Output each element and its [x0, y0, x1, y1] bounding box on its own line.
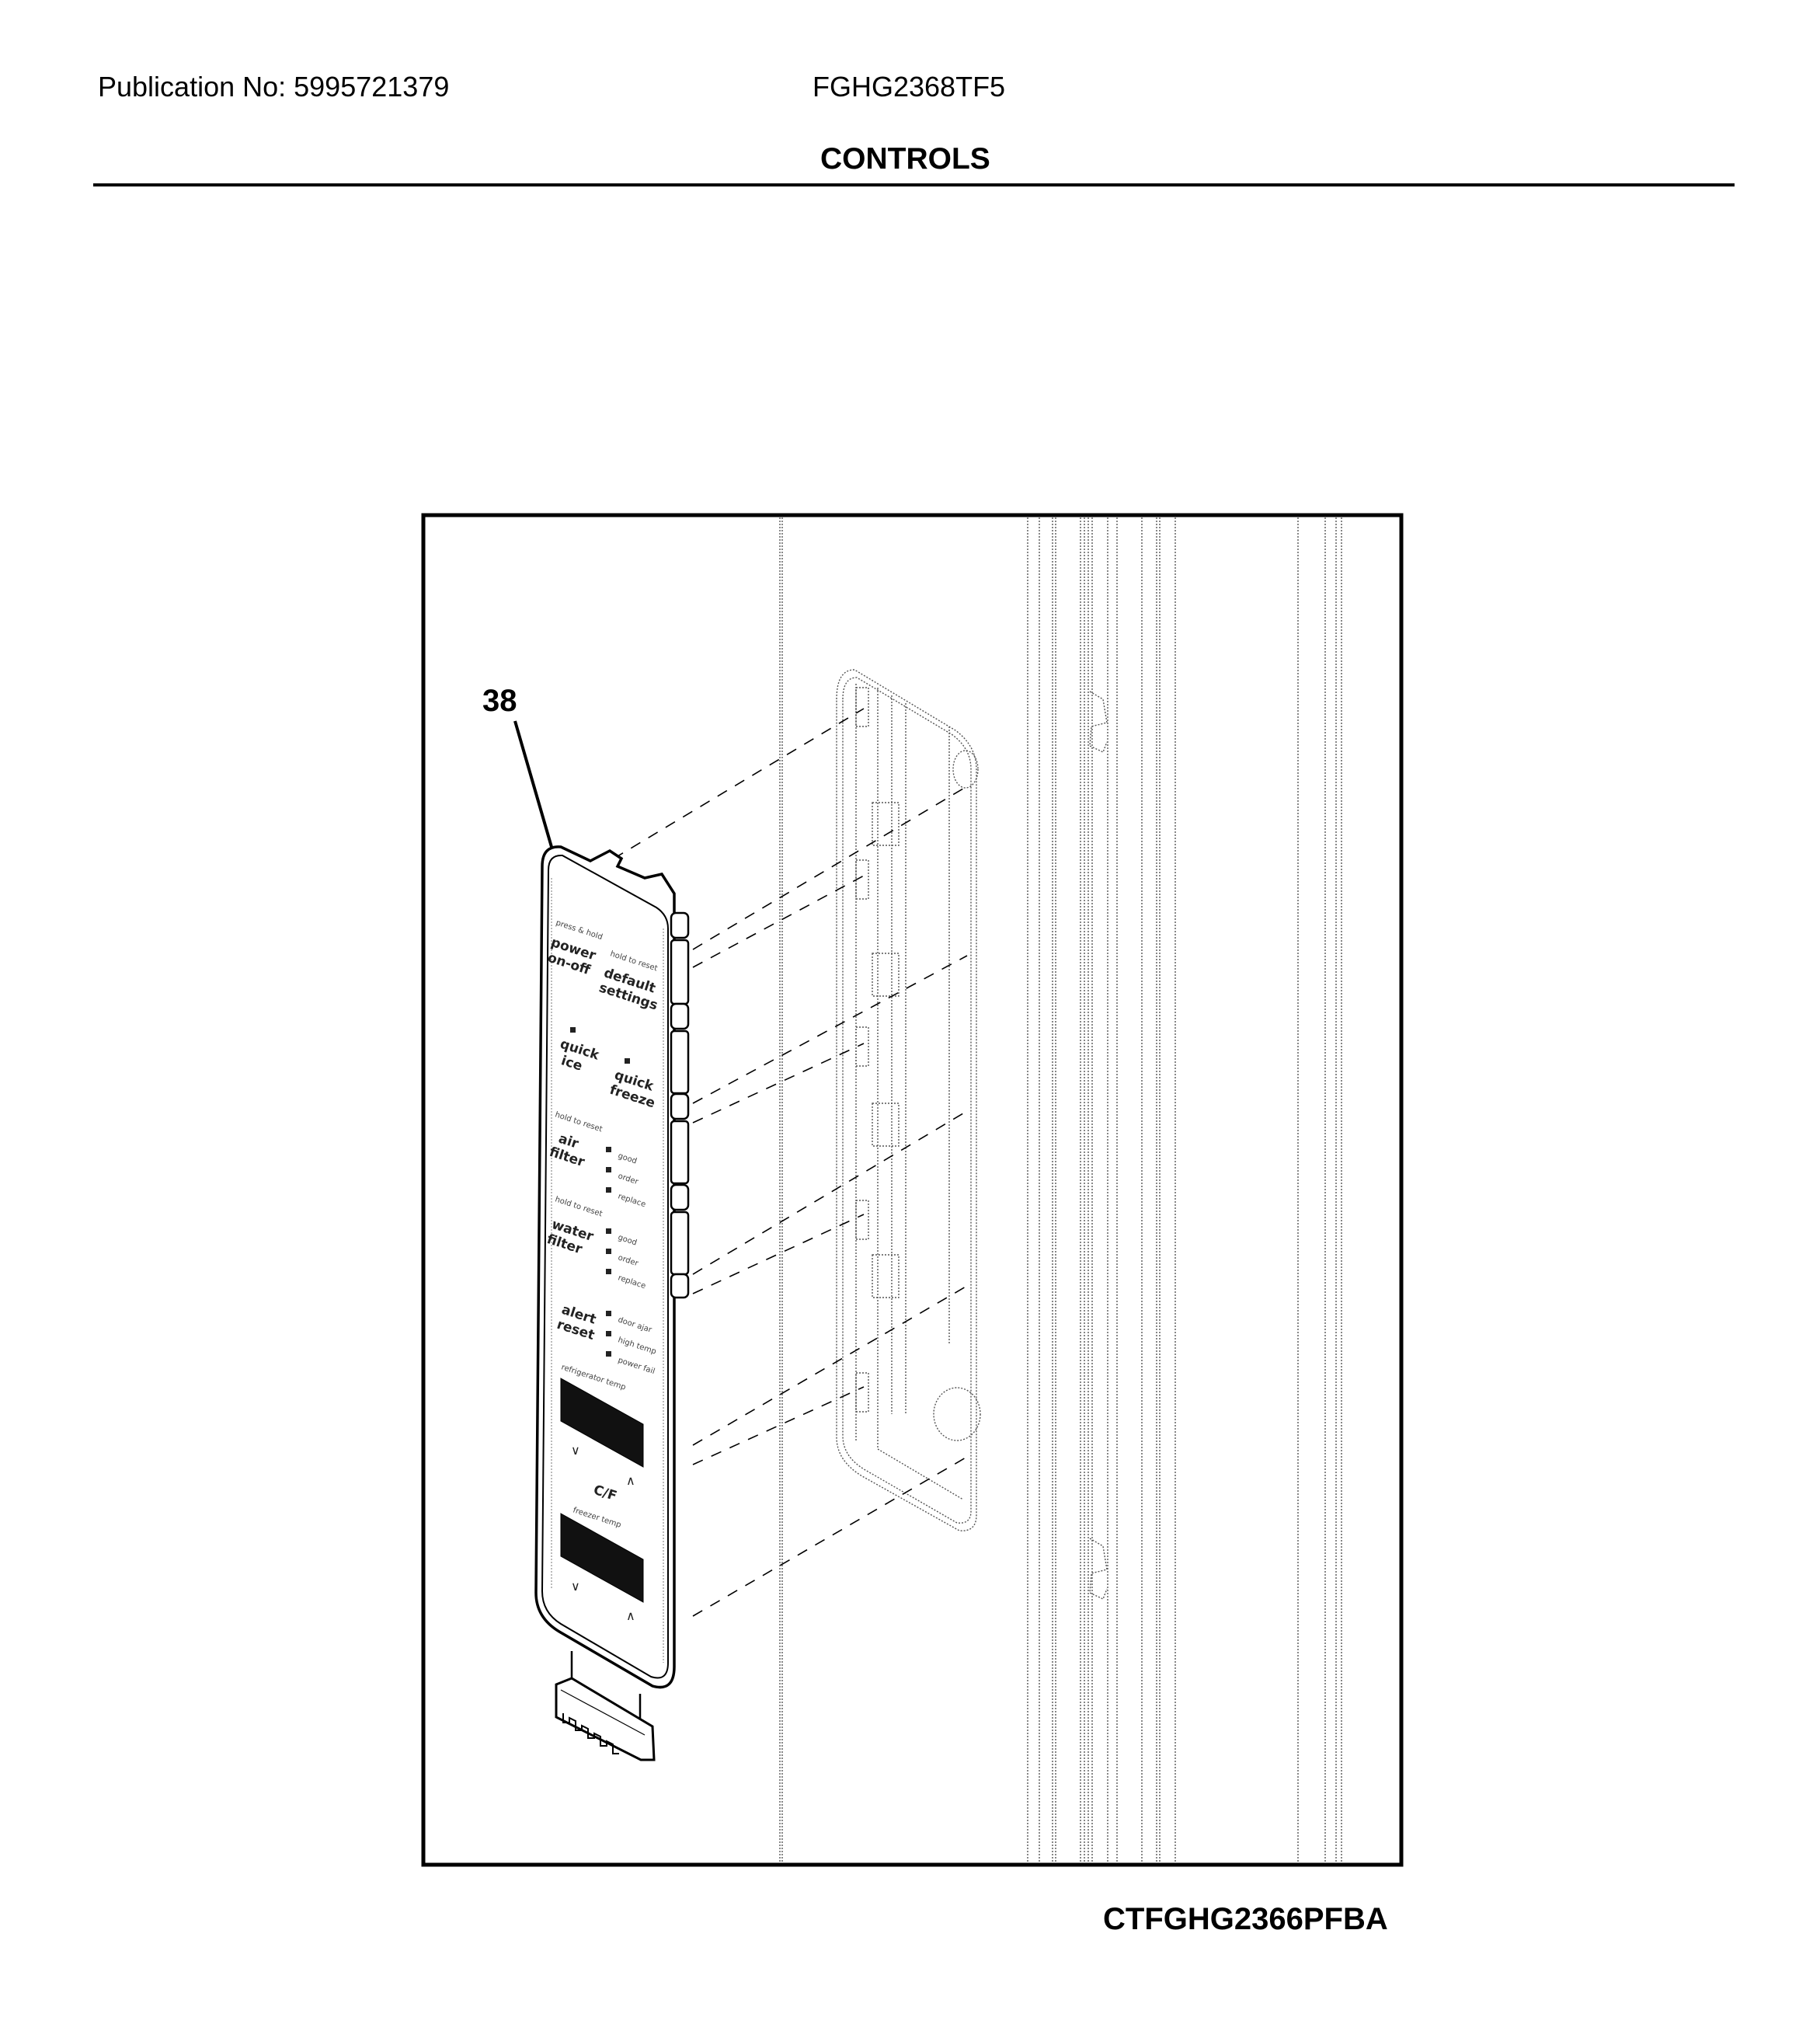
door-edge-lines	[779, 517, 1342, 1862]
publication-number: Publication No: 5995721379	[98, 71, 450, 103]
figure-frame	[421, 513, 1404, 1867]
refrigerator-temp-down-arrow: ∨	[571, 1443, 580, 1458]
freezer-temp-down-arrow: ∨	[571, 1579, 580, 1594]
model-number: FGHG2368TF5	[813, 71, 1006, 103]
mounting-bracket	[836, 669, 981, 1531]
freezer-temp-up-arrow: ∧	[626, 1608, 635, 1623]
refrigerator-temp-up-arrow: ∧	[626, 1473, 635, 1488]
control-panel: press & hold power on-off hold to reset …	[534, 845, 690, 1689]
quick-freeze-indicator	[625, 1058, 630, 1064]
quick-ice-indicator	[570, 1027, 576, 1033]
section-title: CONTROLS	[820, 142, 990, 176]
refrigerator-temp-display	[560, 1378, 644, 1468]
callout-leader-line	[513, 720, 553, 848]
part-callout-number: 38	[482, 684, 517, 718]
side-button-tabs	[670, 911, 690, 1299]
ribbon-connector	[555, 1651, 656, 1761]
figure-caption: CTFGHG2366PFBA	[1103, 1902, 1388, 1936]
freezer-temp-display	[560, 1513, 644, 1603]
header-divider	[93, 183, 1735, 186]
assembly-guide-lines	[613, 708, 968, 1617]
